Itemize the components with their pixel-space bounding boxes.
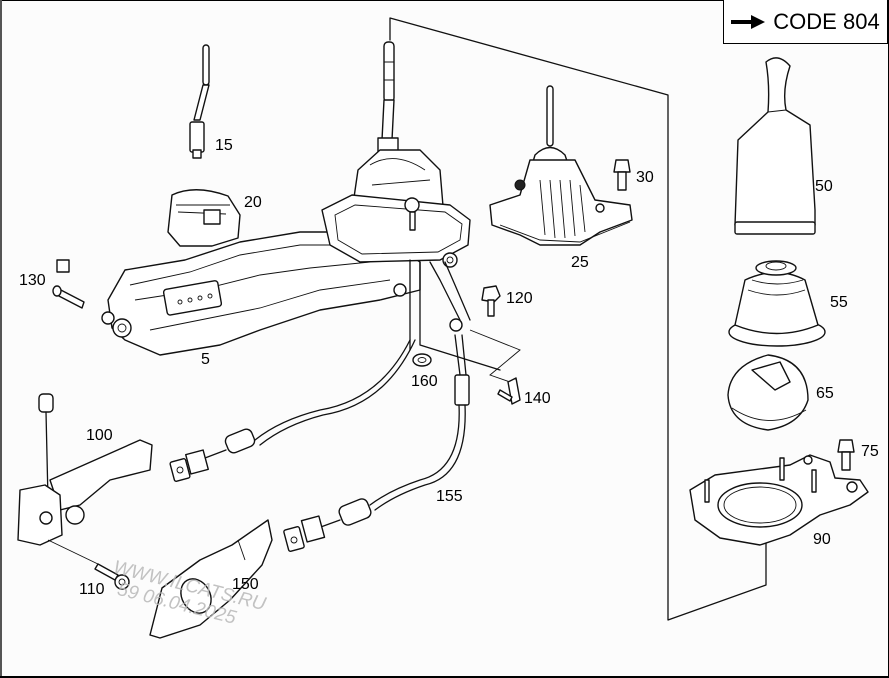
frame-left-edge bbox=[0, 0, 2, 678]
part-label-140[interactable]: 140 bbox=[524, 390, 551, 407]
group-bracket-line bbox=[389, 17, 767, 621]
part-110-bolt[interactable] bbox=[94, 563, 130, 590]
right-arrow-icon bbox=[731, 14, 766, 29]
part-label-75[interactable]: 90 bbox=[813, 531, 831, 548]
part-25-shift-housing[interactable] bbox=[489, 85, 633, 246]
part-90-screw[interactable] bbox=[837, 439, 855, 471]
part-130-pin[interactable] bbox=[52, 259, 85, 309]
part-75-frame-plate[interactable] bbox=[689, 454, 869, 546]
part-label-130[interactable]: 130 bbox=[19, 272, 46, 289]
part-label-50[interactable]: 50 bbox=[815, 178, 833, 195]
part-150-cover-plate[interactable] bbox=[149, 519, 273, 639]
part-140-clip[interactable] bbox=[469, 329, 521, 405]
part-label-155[interactable]: 155 bbox=[436, 488, 463, 505]
part-65-boot-cover[interactable] bbox=[727, 354, 809, 431]
part-label-160[interactable]: 160 bbox=[411, 373, 438, 390]
part-15-shift-rod[interactable] bbox=[189, 44, 210, 159]
part-label-90[interactable]: 75 bbox=[861, 443, 879, 460]
part-label-100[interactable]: 100 bbox=[86, 427, 113, 444]
part-label-20[interactable]: 20 bbox=[244, 194, 262, 211]
code-reference-box: CODE 804 bbox=[723, 0, 888, 44]
part-20-gate-cover[interactable] bbox=[167, 189, 241, 247]
part-160-washer[interactable] bbox=[412, 353, 432, 367]
part-120-bolt[interactable] bbox=[481, 285, 501, 317]
part-label-15[interactable]: 15 bbox=[215, 137, 233, 154]
part-5-shift-bracket[interactable] bbox=[101, 231, 421, 356]
part-label-65[interactable]: 65 bbox=[816, 385, 834, 402]
part-label-120[interactable]: 120 bbox=[506, 290, 533, 307]
part-155-shift-cables[interactable] bbox=[169, 318, 470, 552]
part-55-rubber-boot[interactable] bbox=[728, 260, 826, 347]
part-100-cable-bracket[interactable] bbox=[17, 393, 153, 566]
part-label-55[interactable]: 55 bbox=[830, 294, 848, 311]
frame-bottom-edge bbox=[0, 676, 889, 678]
part-label-110[interactable]: 110 bbox=[79, 581, 105, 598]
code-text: CODE 804 bbox=[773, 8, 880, 34]
part-label-30[interactable]: 30 bbox=[636, 169, 654, 186]
part-label-25[interactable]: 25 bbox=[571, 254, 589, 271]
part-50-gear-knob[interactable] bbox=[734, 57, 816, 235]
part-label-150[interactable]: 150 bbox=[232, 576, 259, 593]
part-30-screw[interactable] bbox=[613, 159, 631, 191]
shift-lever-center-assembly[interactable] bbox=[321, 41, 501, 371]
part-label-5[interactable]: 5 bbox=[201, 351, 210, 368]
